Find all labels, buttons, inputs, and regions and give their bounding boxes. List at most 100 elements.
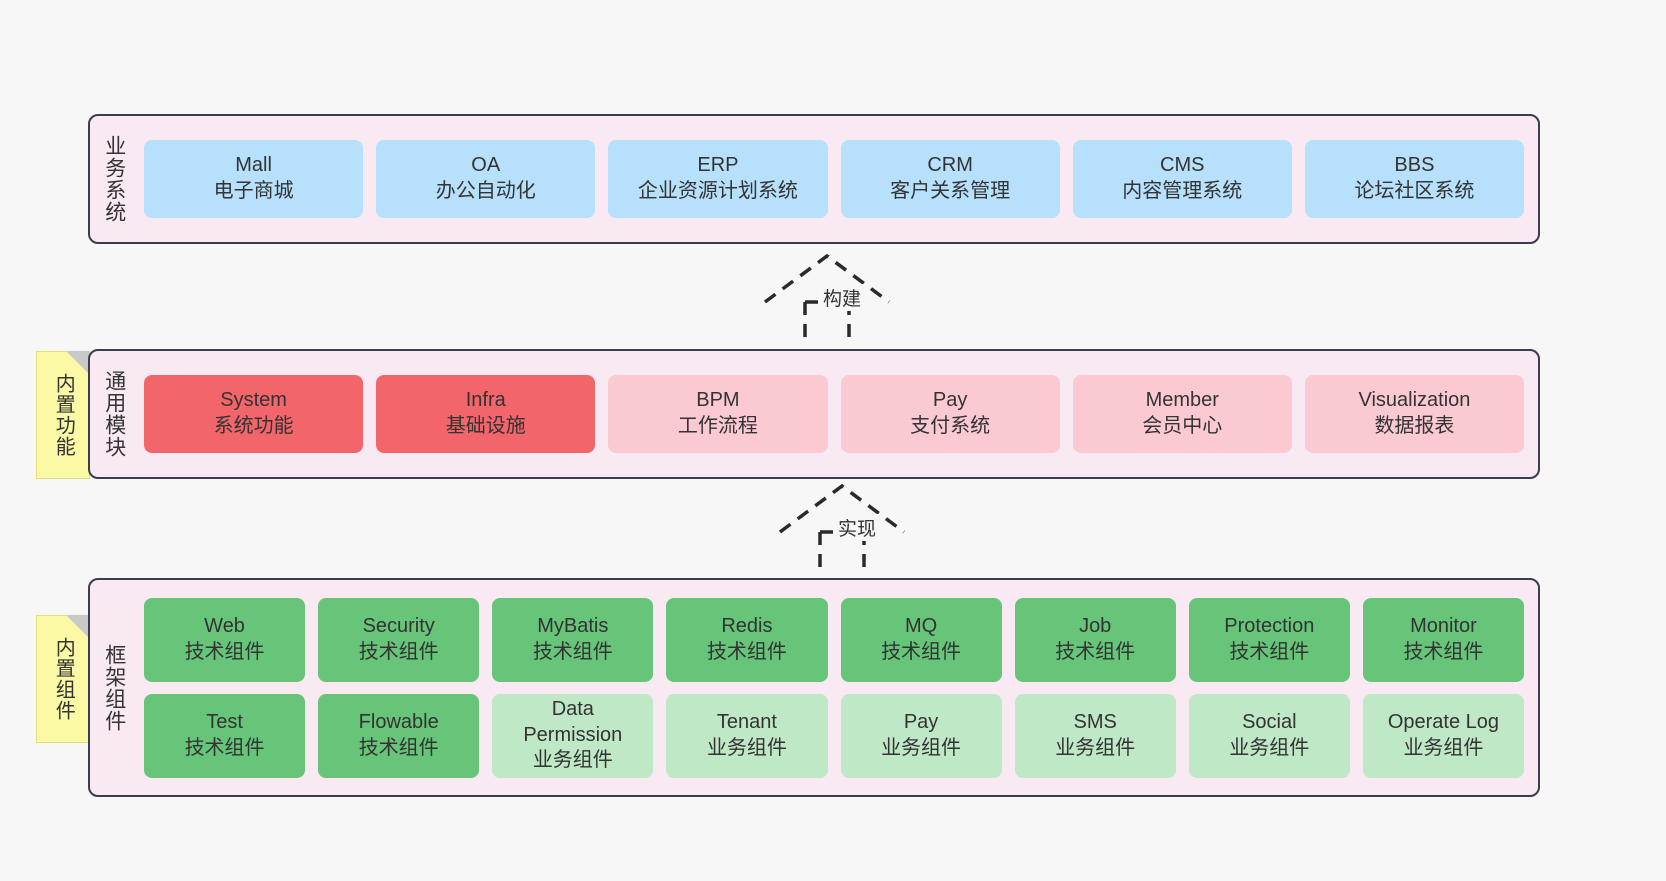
card-subtitle: 电子商城 xyxy=(213,180,294,202)
card-mq[interactable]: MQ 技术组件 xyxy=(840,597,1002,682)
card-title: Test xyxy=(206,710,243,733)
card-title: Job xyxy=(1079,614,1112,637)
card-social[interactable]: Social 业务组件 xyxy=(1188,693,1350,778)
card-test[interactable]: Test 技术组件 xyxy=(144,693,306,778)
card-title: Protection xyxy=(1224,614,1315,637)
card-subtitle: 业务组件 xyxy=(1403,736,1484,759)
card-row: Test 技术组件 Flowable 技术组件 Data Permission … xyxy=(144,693,1524,778)
layer-body-framework-components: Web 技术组件 Security 技术组件 MyBatis 技术组件 Redi… xyxy=(138,580,1538,795)
sticky-note-builtin-components: 内置组件 xyxy=(36,615,90,743)
card-security[interactable]: Security 技术组件 xyxy=(318,597,480,682)
sticky-note-text: 内置功能 xyxy=(52,373,75,457)
layer-business-systems: 业务系统 Mall 电子商城 OA 办公自动化 ERP 企业资源计划系统 CRM… xyxy=(88,114,1540,244)
card-mybatis[interactable]: MyBatis 技术组件 xyxy=(492,597,654,682)
card-member[interactable]: Member 会员中心 xyxy=(1072,375,1292,453)
card-oa[interactable]: OA 办公自动化 xyxy=(376,140,596,218)
card-title: Social xyxy=(1242,710,1297,733)
card-subtitle: 业务组件 xyxy=(881,736,962,759)
card-subtitle: 客户关系管理 xyxy=(890,180,1011,202)
card-tenant[interactable]: Tenant 业务组件 xyxy=(666,693,828,778)
card-title-line2: Permission xyxy=(523,723,623,746)
card-bbs[interactable]: BBS 论坛社区系统 xyxy=(1304,140,1525,218)
layer-body-common-modules: System 系统功能 Infra 基础设施 BPM 工作流程 Pay 支付系统… xyxy=(138,351,1538,477)
card-row: System 系统功能 Infra 基础设施 BPM 工作流程 Pay 支付系统… xyxy=(144,375,1525,453)
card-subtitle: 数据报表 xyxy=(1374,415,1455,437)
layer-framework-components: 框架组件 Web 技术组件 Security 技术组件 MyBatis 技术组件… xyxy=(88,578,1540,797)
card-subtitle: 技术组件 xyxy=(358,736,439,759)
card-erp[interactable]: ERP 企业资源计划系统 xyxy=(608,140,828,218)
card-subtitle: 技术组件 xyxy=(358,640,439,663)
card-visualization[interactable]: Visualization 数据报表 xyxy=(1304,375,1525,453)
card-title: System xyxy=(220,389,287,412)
card-title: Flowable xyxy=(358,710,439,733)
card-title: Web xyxy=(204,614,245,637)
card-subtitle: 业务组件 xyxy=(1229,736,1310,759)
connector-build: 构建 xyxy=(757,250,927,350)
layer-title-common-modules: 通用模块 xyxy=(102,370,126,458)
sticky-note-builtin-features: 内置功能 xyxy=(36,351,90,479)
card-web[interactable]: Web 技术组件 xyxy=(144,597,306,682)
connector-implement-label: 实现 xyxy=(834,514,880,541)
card-row: Mall 电子商城 OA 办公自动化 ERP 企业资源计划系统 CRM 客户关系… xyxy=(144,140,1525,218)
card-subtitle: 业务组件 xyxy=(532,749,613,772)
card-subtitle: 技术组件 xyxy=(532,640,613,663)
card-title: Mall xyxy=(235,154,272,177)
card-title: BBS xyxy=(1394,154,1435,177)
card-row: Web 技术组件 Security 技术组件 MyBatis 技术组件 Redi… xyxy=(144,597,1524,682)
card-data-permission[interactable]: Data Permission 业务组件 xyxy=(492,693,654,778)
card-subtitle: 工作流程 xyxy=(677,415,758,437)
card-job[interactable]: Job 技术组件 xyxy=(1014,597,1176,682)
layer-title-framework-components: 框架组件 xyxy=(102,643,126,732)
card-title: Member xyxy=(1145,389,1219,412)
card-mall[interactable]: Mall 电子商城 xyxy=(144,140,364,218)
card-title: ERP xyxy=(697,154,739,177)
card-cms[interactable]: CMS 内容管理系统 xyxy=(1072,140,1292,218)
layer-common-modules: 通用模块 System 系统功能 Infra 基础设施 BPM 工作流程 Pay… xyxy=(88,349,1540,479)
card-sms[interactable]: SMS 业务组件 xyxy=(1014,693,1176,778)
card-subtitle: 技术组件 xyxy=(1055,640,1136,663)
card-operate-log[interactable]: Operate Log 业务组件 xyxy=(1362,693,1524,778)
layer-title-business-systems: 业务系统 xyxy=(102,135,126,223)
card-subtitle: 技术组件 xyxy=(184,640,265,663)
card-subtitle: 基础设施 xyxy=(445,415,526,437)
card-subtitle: 技术组件 xyxy=(1403,640,1484,663)
card-title: Redis xyxy=(721,614,773,637)
card-title: MyBatis xyxy=(537,614,609,637)
card-pay-business[interactable]: Pay 业务组件 xyxy=(840,693,1002,778)
card-infra[interactable]: Infra 基础设施 xyxy=(376,375,596,453)
card-title: Infra xyxy=(465,389,506,412)
card-protection[interactable]: Protection 技术组件 xyxy=(1188,597,1350,682)
card-title: MQ xyxy=(904,614,938,637)
card-flowable[interactable]: Flowable 技术组件 xyxy=(318,693,480,778)
sticky-note-text: 内置组件 xyxy=(52,637,75,721)
card-title: CRM xyxy=(927,154,973,177)
card-subtitle: 会员中心 xyxy=(1142,415,1223,437)
card-subtitle: 系统功能 xyxy=(213,415,294,437)
card-title: Pay xyxy=(903,710,939,733)
card-title: Operate Log xyxy=(1387,710,1500,733)
card-title: Security xyxy=(362,614,435,637)
card-subtitle: 支付系统 xyxy=(910,415,991,437)
card-subtitle: 内容管理系统 xyxy=(1122,180,1243,202)
card-title: Visualization xyxy=(1358,389,1471,412)
card-bpm[interactable]: BPM 工作流程 xyxy=(608,375,828,453)
card-subtitle: 业务组件 xyxy=(1055,736,1136,759)
card-title: Data xyxy=(551,698,594,721)
card-monitor[interactable]: Monitor 技术组件 xyxy=(1362,597,1524,682)
card-title: OA xyxy=(471,154,501,177)
card-crm[interactable]: CRM 客户关系管理 xyxy=(840,140,1060,218)
card-subtitle: 业务组件 xyxy=(706,736,787,759)
card-redis[interactable]: Redis 技术组件 xyxy=(666,597,828,682)
card-subtitle: 技术组件 xyxy=(706,640,787,663)
card-subtitle: 企业资源计划系统 xyxy=(637,180,798,202)
card-subtitle: 技术组件 xyxy=(1229,640,1310,663)
card-subtitle: 论坛社区系统 xyxy=(1354,180,1475,202)
card-subtitle: 办公自动化 xyxy=(435,180,536,202)
card-system[interactable]: System 系统功能 xyxy=(144,375,364,453)
card-title: Pay xyxy=(932,389,968,412)
card-title: SMS xyxy=(1073,710,1117,733)
layer-body-business-systems: Mall 电子商城 OA 办公自动化 ERP 企业资源计划系统 CRM 客户关系… xyxy=(138,116,1538,242)
card-pay[interactable]: Pay 支付系统 xyxy=(840,375,1060,453)
card-title: BPM xyxy=(696,389,740,412)
